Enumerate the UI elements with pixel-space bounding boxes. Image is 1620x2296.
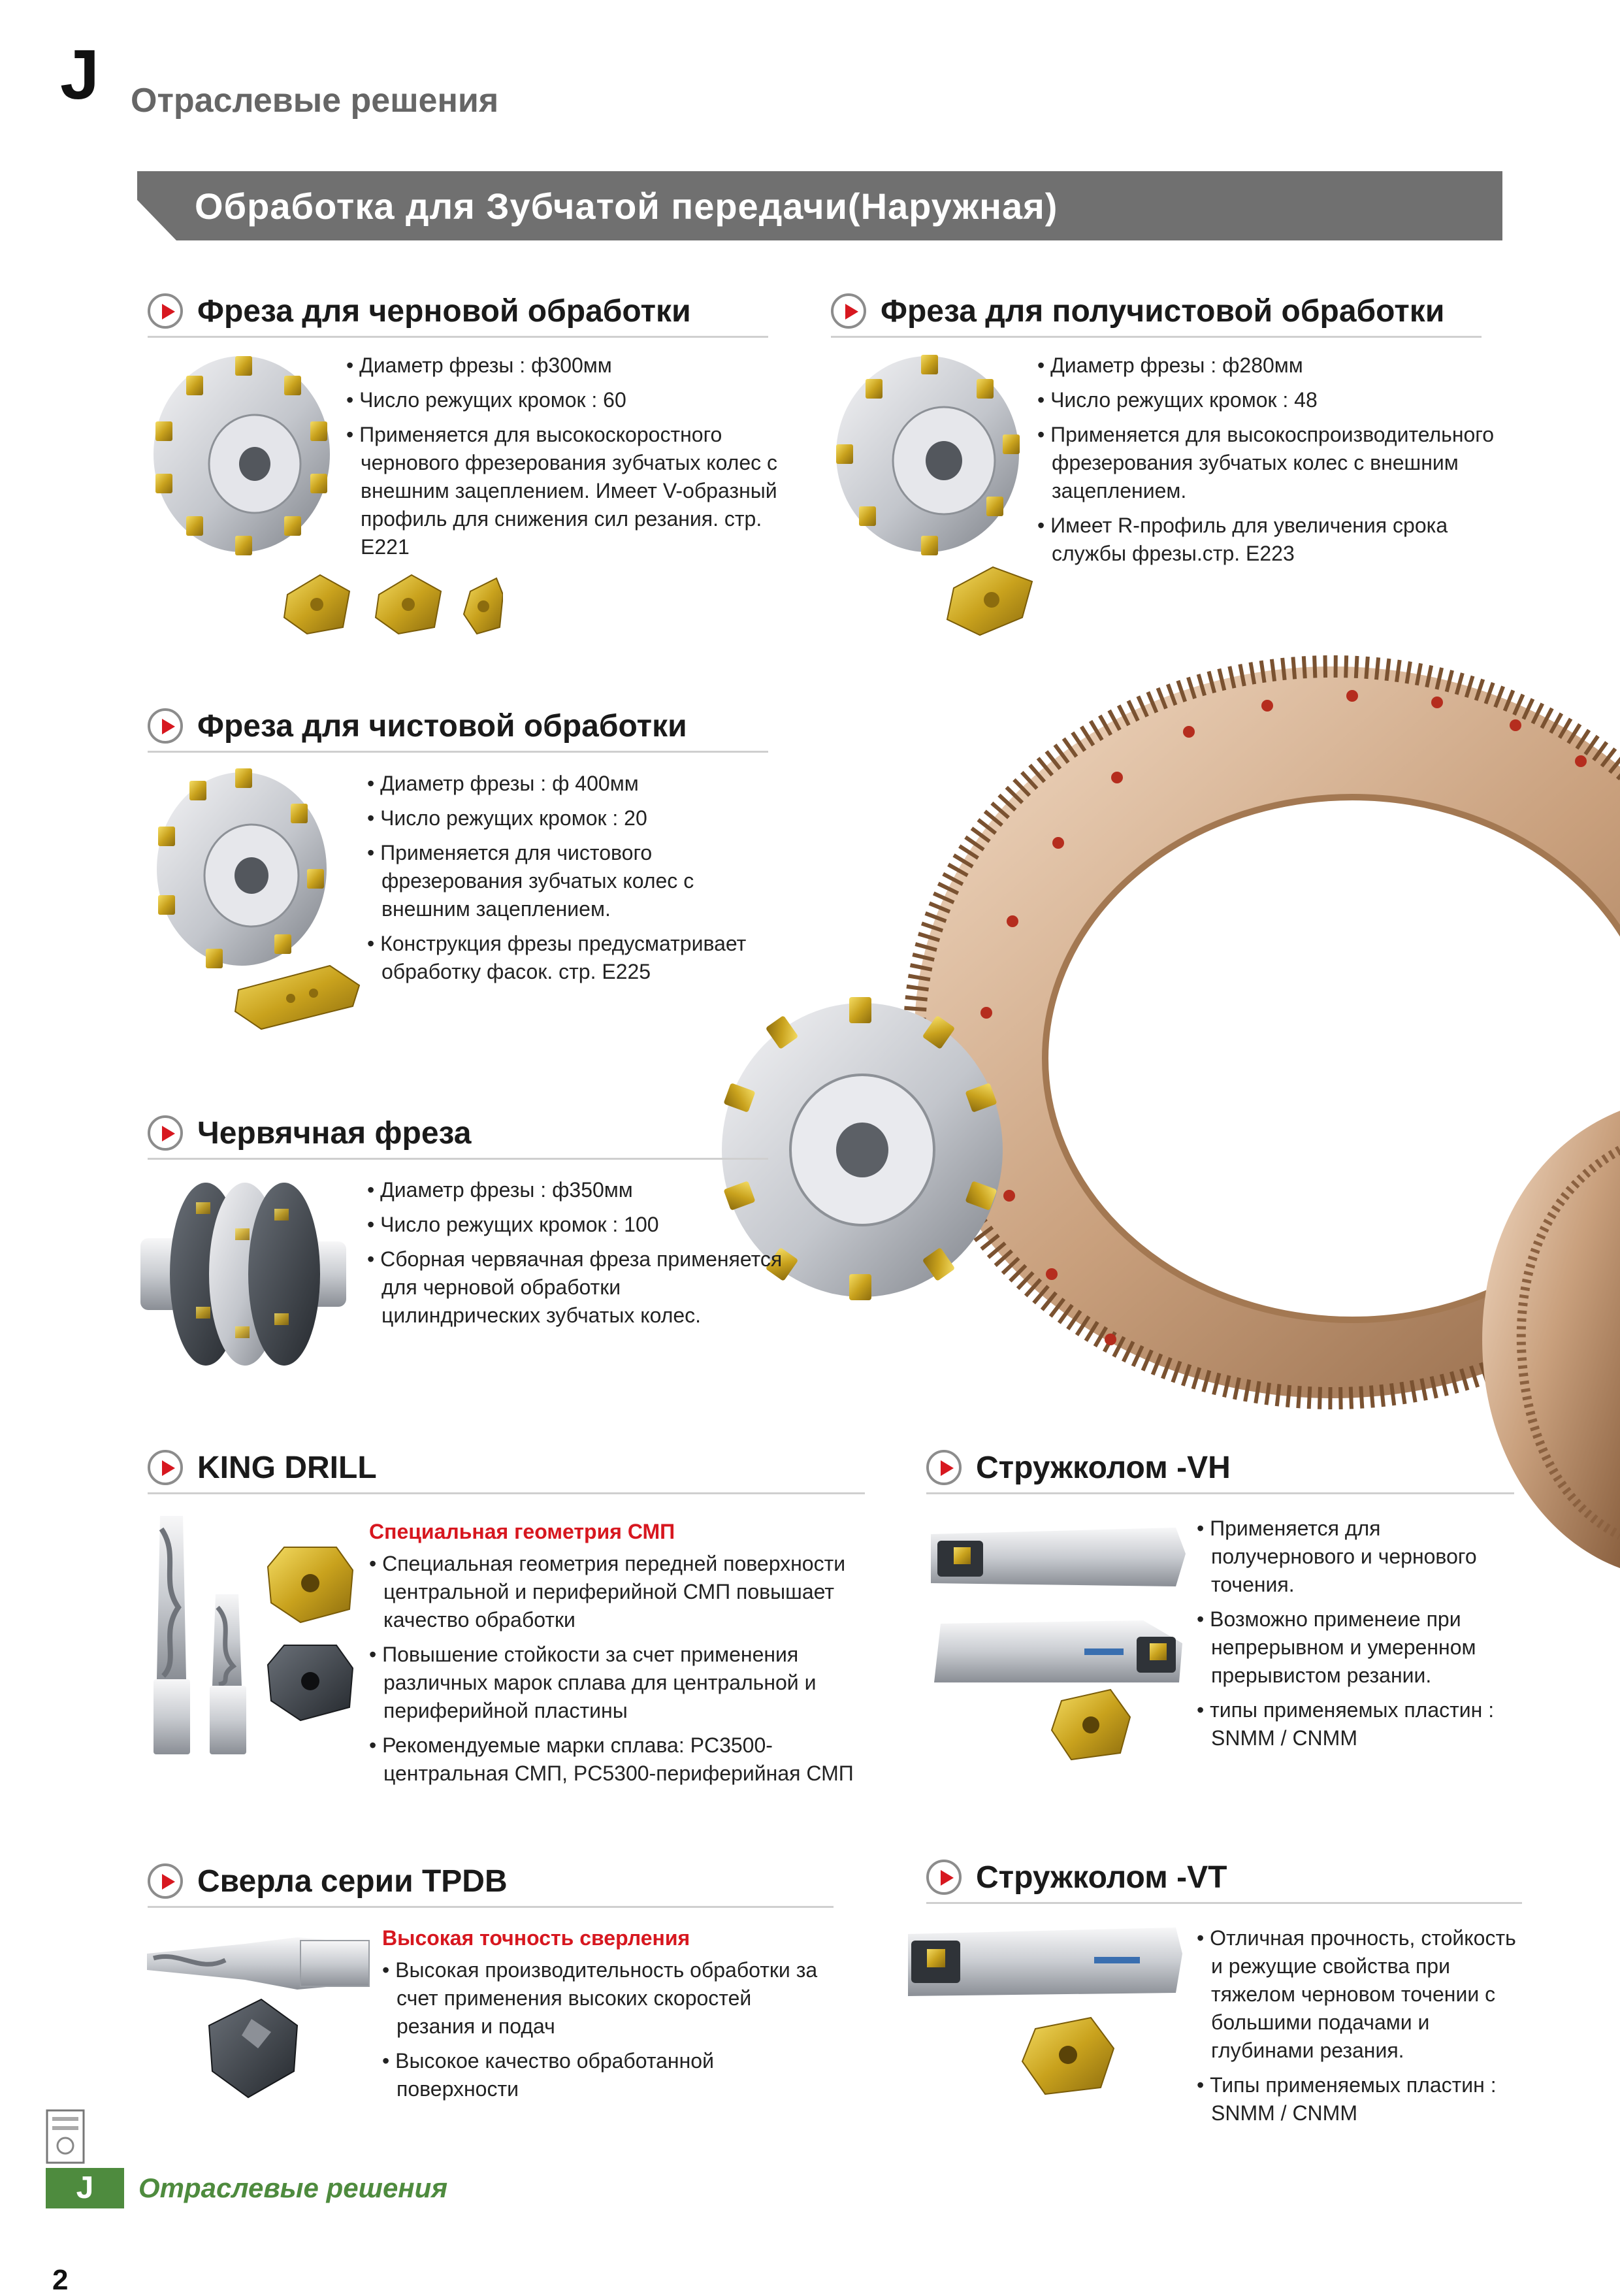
bullet-item: Диаметр фрезы : ф280мм xyxy=(1037,352,1514,380)
king-drill-subtitle: Специальная геометрия СМП xyxy=(369,1520,675,1543)
bullet-item: Применяется для высокоскоростного чернов… xyxy=(346,421,790,561)
vh-insert-image xyxy=(1050,1688,1131,1761)
vt-bullets: Отличная прочность, стойкость и режущие … xyxy=(1197,1924,1523,2134)
page-thumbnail-icon xyxy=(46,2109,85,2164)
king-drill-dark-insert-image xyxy=(267,1645,354,1722)
tpdb-drill-image xyxy=(147,1937,370,1990)
chapter-tab-letter: J xyxy=(76,2171,94,2205)
finishing-insert-image xyxy=(234,964,361,1030)
bullet-item: Высокое качество обработанной поверхност… xyxy=(382,2047,833,2103)
tpdb-insert-image xyxy=(208,1998,299,2099)
bullet-item: Число режущих кромок : 60 xyxy=(346,386,790,414)
bullet-item: Применяется для чистового фрезерования з… xyxy=(367,839,785,923)
bullet-item: Повышение стойкости за счет применения р… xyxy=(369,1641,866,1725)
section-divider xyxy=(831,336,1482,338)
section-worm-cutter: Червячная фреза xyxy=(148,1113,768,1160)
vh-holder-2-image xyxy=(934,1620,1182,1682)
section-divider xyxy=(926,1492,1514,1494)
bullet-item: Применяется для высокоспроизводительного… xyxy=(1037,421,1514,505)
page-number: 2 xyxy=(52,2264,69,2296)
section-king-drill: KING DRILL xyxy=(148,1447,865,1494)
rough-inserts-image xyxy=(283,574,503,635)
section-divider xyxy=(926,1902,1522,1904)
bullet-item: Рекомендуемые марки сплава: PC3500-центр… xyxy=(369,1731,866,1788)
bullet-item: Применяется для получернового и черновог… xyxy=(1197,1515,1517,1599)
section-title: Червячная фреза xyxy=(197,1116,472,1151)
section-divider xyxy=(148,1158,768,1160)
play-arrow-icon xyxy=(148,1450,183,1485)
worm-bullets: Диаметр фрезы : ф350мм Число режущих кро… xyxy=(367,1176,785,1336)
section-title: Фреза для черновой обработки xyxy=(197,294,691,329)
section-divider xyxy=(148,751,768,753)
king-drill-gold-insert-image xyxy=(267,1547,354,1624)
play-arrow-icon xyxy=(926,1860,962,1895)
play-arrow-icon xyxy=(926,1450,962,1485)
bullet-item: Возможно применеие при непрерывном и уме… xyxy=(1197,1605,1517,1690)
ring-gear-image xyxy=(903,655,1620,1409)
vt-holder-image xyxy=(908,1927,1182,1996)
second-gear-image xyxy=(1482,1111,1620,1568)
section-divider xyxy=(148,336,768,338)
play-arrow-icon xyxy=(148,293,183,329)
bullet-item: Отличная прочность, стойкость и режущие … xyxy=(1197,1924,1523,2065)
section-rough-cutter: Фреза для черновой обработки xyxy=(148,291,768,338)
bullet-item: Имеет R-профиль для увеличения срока слу… xyxy=(1037,512,1514,568)
section-semi-finish-cutter: Фреза для получистовой обработки xyxy=(831,291,1482,338)
bullet-item: Конструкция фрезы предусматривает обрабо… xyxy=(367,930,785,986)
finishing-bullets: Диаметр фрезы : ф 400мм Число режущих кр… xyxy=(367,770,785,992)
bullet-item: Число режущих кромок : 48 xyxy=(1037,386,1514,414)
section-title: Сверла серии TPDB xyxy=(197,1864,508,1899)
play-arrow-icon xyxy=(831,293,866,329)
section-banner xyxy=(137,171,1502,240)
bullet-item: Типы применяемых пластин : SNMM / CNMM xyxy=(1197,2071,1523,2127)
play-arrow-icon xyxy=(148,1115,183,1151)
finishing-cutter-large-image xyxy=(722,997,1003,1300)
tpdb-bullets: Высокая производительность обработки за … xyxy=(382,1956,833,2110)
section-tpdb-drills: Сверла серии TPDB xyxy=(148,1861,834,1908)
bullet-item: Высокая производительность обработки за … xyxy=(382,1956,833,2041)
play-arrow-icon xyxy=(148,708,183,744)
king-drill-bullets: Специальная геометрия передней поверхнос… xyxy=(369,1550,866,1794)
section-vh-chipbreaker: Стружколом -VH xyxy=(926,1447,1514,1494)
worm-cutter-image xyxy=(140,1183,346,1366)
rough-cutter-image xyxy=(154,356,330,555)
vt-insert-image xyxy=(1021,2016,1115,2095)
bullet-item: Число режущих кромок : 100 xyxy=(367,1211,785,1239)
bullet-item: Сборная червяачная фреза применяется для… xyxy=(367,1245,785,1330)
rough-bullets: Диаметр фрезы : ф300мм Число режущих кро… xyxy=(346,352,790,568)
bullet-item: Число режущих кромок : 20 xyxy=(367,804,785,832)
section-title: KING DRILL xyxy=(197,1451,377,1485)
bullet-item: Диаметр фрезы : ф 400мм xyxy=(367,770,785,798)
section-title: Фреза для получистовой обработки xyxy=(881,294,1445,329)
king-drill-image xyxy=(154,1516,246,1754)
bullet-item: Диаметр фрезы : ф300мм xyxy=(346,352,790,380)
chapter-letter: J xyxy=(60,35,100,114)
semi-finish-bullets: Диаметр фрезы : ф280мм Число режущих кро… xyxy=(1037,352,1514,574)
chapter-tab xyxy=(46,2168,124,2208)
vh-holder-1-image xyxy=(931,1528,1186,1586)
vh-bullets: Применяется для получернового и черновог… xyxy=(1197,1515,1517,1759)
play-arrow-icon xyxy=(148,1863,183,1899)
section-divider xyxy=(148,1906,834,1908)
bullet-item: Диаметр фрезы : ф350мм xyxy=(367,1176,785,1204)
banner-title: Обработка для Зубчатой передачи(Наружная… xyxy=(195,186,1058,227)
section-title: Стружколом -VH xyxy=(976,1451,1231,1485)
footer-chapter-title: Отраслевые решения xyxy=(138,2173,448,2203)
semi-finish-insert-image xyxy=(946,566,1033,636)
tpdb-subtitle: Высокая точность сверления xyxy=(382,1926,690,1950)
finishing-cutter-image xyxy=(157,768,327,968)
section-title: Стружколом -VT xyxy=(976,1860,1227,1895)
bullet-item: типы применяемых пластин : SNMM / CNMM xyxy=(1197,1696,1517,1752)
section-title: Фреза для чистовой обработки xyxy=(197,709,687,744)
chapter-title: Отраслевые решения xyxy=(131,82,499,120)
section-divider xyxy=(148,1492,865,1494)
section-finishing-cutter: Фреза для чистовой обработки xyxy=(148,706,768,753)
bullet-item: Специальная геометрия передней поверхнос… xyxy=(369,1550,866,1634)
semi-finish-cutter-image xyxy=(836,355,1020,555)
section-vt-chipbreaker: Стружколом -VT xyxy=(926,1857,1522,1904)
